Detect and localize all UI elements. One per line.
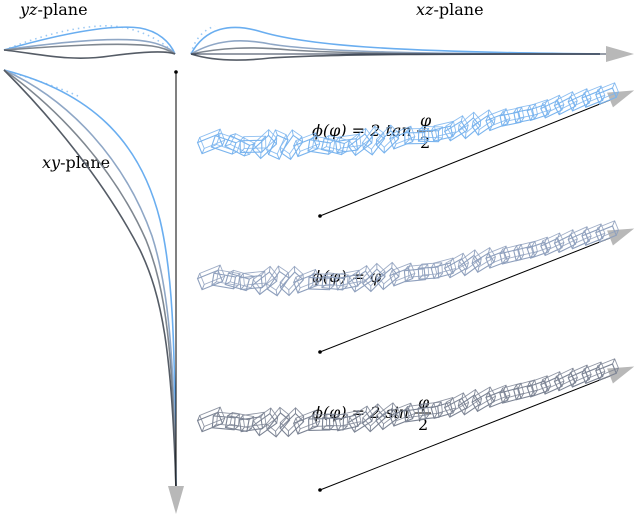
train-axis-arrowhead: [607, 228, 635, 246]
frame-box: [265, 406, 291, 438]
xy-curve-grey: [3, 69, 177, 491]
frame-box: [581, 361, 606, 385]
frame-box: [499, 243, 525, 265]
frame-box: [553, 229, 578, 254]
frame-box: [553, 91, 578, 116]
xz-curve-blue: [190, 26, 601, 55]
frame-box: [581, 223, 606, 246]
train-axis-arrowhead: [607, 366, 635, 384]
frame-box: [251, 129, 278, 160]
frame-box: [389, 262, 416, 287]
frame-box: [540, 232, 565, 257]
vertical-axis-origin-dot: [174, 70, 178, 74]
frame-box: [239, 270, 267, 291]
frame-box: [595, 82, 620, 105]
xz-plane-label-suffix: -plane: [433, 0, 483, 19]
frame-box: [540, 94, 565, 119]
frame-box: [499, 106, 525, 127]
train-axis-origin-dot: [318, 488, 322, 492]
xz-plane-curves: [190, 25, 634, 62]
frame-box: [292, 132, 321, 158]
frame-box: [553, 367, 578, 392]
frame-box: [513, 240, 538, 262]
frame-train-sin: [196, 358, 635, 492]
vertical-axis: [168, 70, 184, 514]
frame-box: [335, 133, 362, 154]
frame-box: [211, 411, 240, 431]
frame-box: [443, 392, 470, 418]
yz-curve-grey: [3, 43, 176, 55]
frame-box: [389, 125, 416, 150]
frame-box: [196, 406, 226, 433]
yz-curve-dotted: [3, 25, 176, 55]
frame-box: [499, 382, 525, 404]
yz-plane-label: yz-plane: [19, 0, 88, 19]
xz-curve-grey-dark: [190, 53, 601, 61]
vertical-axis-arrowhead: [168, 486, 184, 514]
frame-box: [513, 103, 539, 124]
frame-box: [443, 115, 469, 142]
frame-box: [417, 262, 443, 280]
yz-curve-grey-dark: [3, 49, 176, 59]
frame-box: [526, 236, 552, 259]
frame-box: [361, 403, 387, 433]
frame-box: [307, 273, 335, 291]
frame-box: [485, 108, 511, 132]
frame-box: [567, 364, 592, 388]
yz-plane-curves: [3, 25, 176, 59]
yz-plane-label-suffix: -plane: [37, 0, 87, 19]
train-axis-arrowhead: [607, 90, 635, 108]
frame-box: [540, 371, 565, 395]
yz-curve-mid: [3, 38, 176, 55]
yz-plane-label-var: yz: [19, 0, 38, 19]
train-axis-line: [319, 99, 611, 217]
frame-box: [512, 379, 538, 401]
frame-box: [526, 375, 552, 398]
frame-box: [485, 384, 511, 408]
frame-box: [347, 264, 374, 293]
train-axis-line: [319, 375, 611, 491]
xy-curve-mid: [3, 69, 177, 491]
frame-box: [526, 99, 552, 122]
frame-train-tan: [196, 82, 635, 218]
xy-plane-curves: [3, 69, 177, 491]
frame-box: [595, 358, 620, 381]
frame-box: [196, 128, 226, 155]
train-axis-line: [319, 237, 611, 353]
frame-box: [362, 262, 386, 293]
xz-plane-label: xz-plane: [416, 0, 484, 19]
frame-box: [265, 265, 290, 297]
equation-tan-num: φ: [420, 111, 432, 130]
frame-box: [196, 264, 226, 291]
xy-curve-dotted: [3, 69, 79, 97]
frame-box: [375, 124, 400, 154]
frame-box: [581, 85, 606, 108]
xy-curve-blue: [3, 69, 177, 491]
frame-box: [567, 226, 592, 250]
frame-box: [457, 111, 482, 140]
xz-plane-label-var: xz: [416, 0, 434, 19]
xy-curve-grey-dark: [3, 69, 177, 491]
frame-box: [251, 407, 279, 437]
train-axis-origin-dot: [318, 214, 322, 218]
yz-curve-blue: [3, 26, 176, 55]
xz-axis-arrowhead: [606, 46, 634, 62]
frame-box: [471, 246, 496, 274]
frame-box: [485, 245, 511, 269]
equation-sin-den: 2: [418, 415, 428, 434]
frame-train-identity: [196, 220, 635, 354]
frame-box: [567, 88, 592, 112]
frame-box: [443, 252, 470, 279]
frame-box: [595, 220, 620, 243]
train-axis-origin-dot: [318, 350, 322, 354]
xy-plane-label-var: xy: [42, 153, 61, 172]
